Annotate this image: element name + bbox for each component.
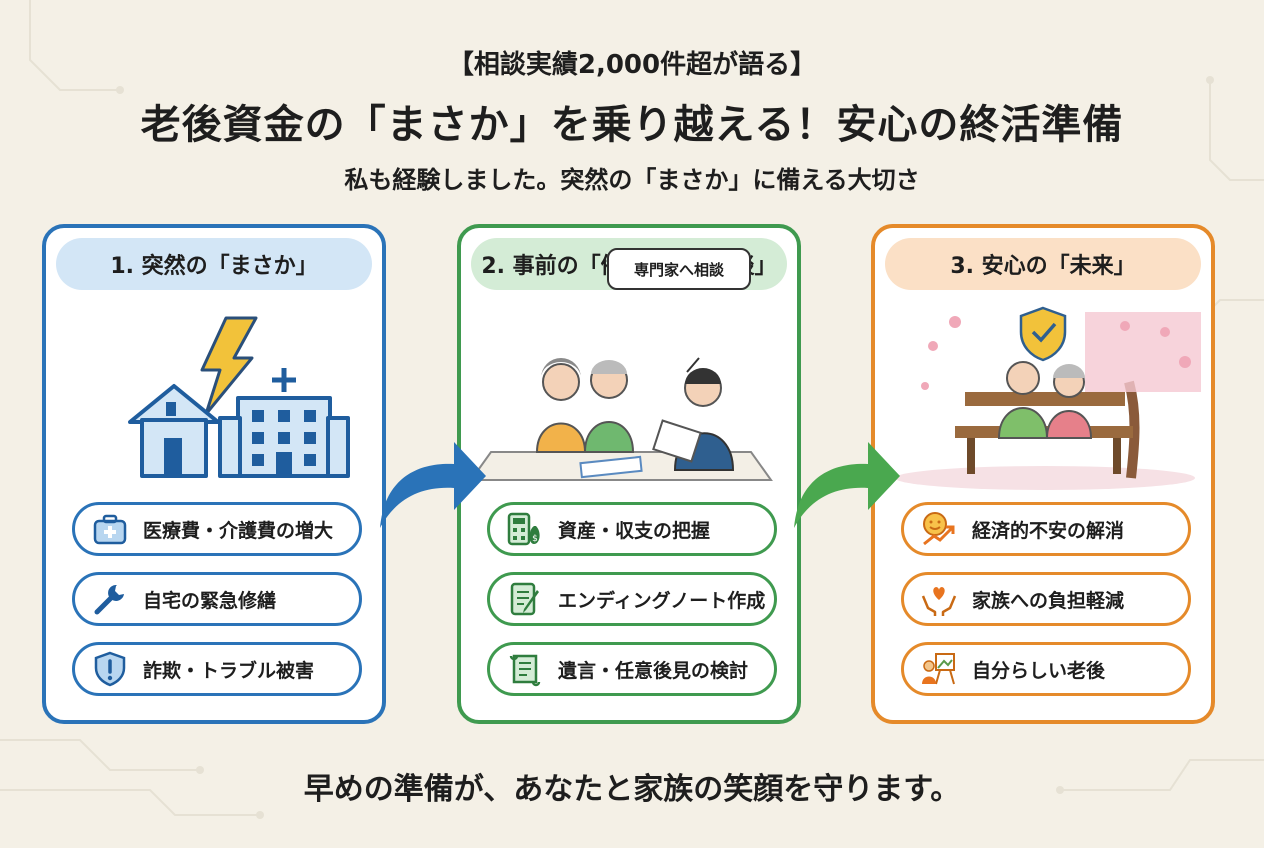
elderly-couple-bench-sakura-illustration (895, 306, 1201, 490)
item-label: エンディングノート作成 (558, 589, 766, 612)
panel-heading: 3. 安心の「未来」 (885, 238, 1201, 290)
hands-heart-icon (921, 587, 957, 616)
item-label: 医療費・介護費の増大 (143, 519, 334, 542)
elderly-couple-consulting-expert-illustration (471, 357, 773, 481)
flow-arrow-icon (380, 442, 486, 528)
svg-text:$: $ (532, 534, 538, 544)
item-label: 遺言・任意後見の検討 (558, 659, 749, 682)
house-hospital-lightning-illustration (128, 316, 350, 478)
smile-trend-up-icon (923, 512, 955, 546)
list-item: 自分らしい老後 (901, 642, 1191, 696)
list-item: 遺言・任意後見の検討 (487, 642, 777, 696)
warning-shield-icon (94, 651, 126, 687)
notebook-pen-icon (510, 582, 539, 616)
speech-bubble: 専門家へ相談 (607, 248, 751, 290)
painting-easel-icon (922, 653, 955, 685)
list-item: 家族への負担軽減 (901, 572, 1191, 626)
list-item: 経済的不安の解消 (901, 502, 1191, 556)
list-item: 医療費・介護費の増大 (72, 502, 362, 556)
list-item: 自宅の緊急修繕 (72, 572, 362, 626)
pretitle: 【相談実績2,000件超が語る】 (447, 50, 817, 80)
item-label: 資産・収支の把握 (558, 519, 711, 542)
panel-preparation-consultation: 2. 事前の「備え」と「相談」 専門家へ相談 $ 資産・収支の把握 エ (457, 224, 801, 724)
item-label: 家族への負担軽減 (972, 589, 1125, 612)
subtitle: 私も経験しました。突然の「まさか」に備える大切さ (344, 166, 920, 194)
wrench-icon (94, 584, 124, 615)
panel-secure-future: 3. 安心の「未来」 経済的不安の解消 (871, 224, 1215, 724)
scroll-document-icon (509, 654, 541, 687)
list-item: $ 資産・収支の把握 (487, 502, 777, 556)
item-label: 経済的不安の解消 (972, 519, 1125, 542)
calculator-money-bag-icon: $ (507, 512, 540, 546)
item-label: 詐欺・トラブル被害 (143, 659, 315, 682)
first-aid-kit-icon (93, 514, 127, 545)
item-label: 自分らしい老後 (972, 659, 1106, 682)
panel-sudden-events: 1. 突然の「まさか」 医療費・介護費の増大 (42, 224, 386, 724)
footer-message: 早めの準備が、あなたと家族の笑顔を守ります。 (303, 772, 961, 807)
item-label: 自宅の緊急修繕 (143, 589, 277, 612)
page-title: 老後資金の「まさか」を乗り越える！安心の終活準備 (140, 102, 1124, 148)
list-item: 詐欺・トラブル被害 (72, 642, 362, 696)
flow-arrow-icon (794, 442, 900, 528)
list-item: エンディングノート作成 (487, 572, 777, 626)
panel-heading: 1. 突然の「まさか」 (56, 238, 372, 290)
